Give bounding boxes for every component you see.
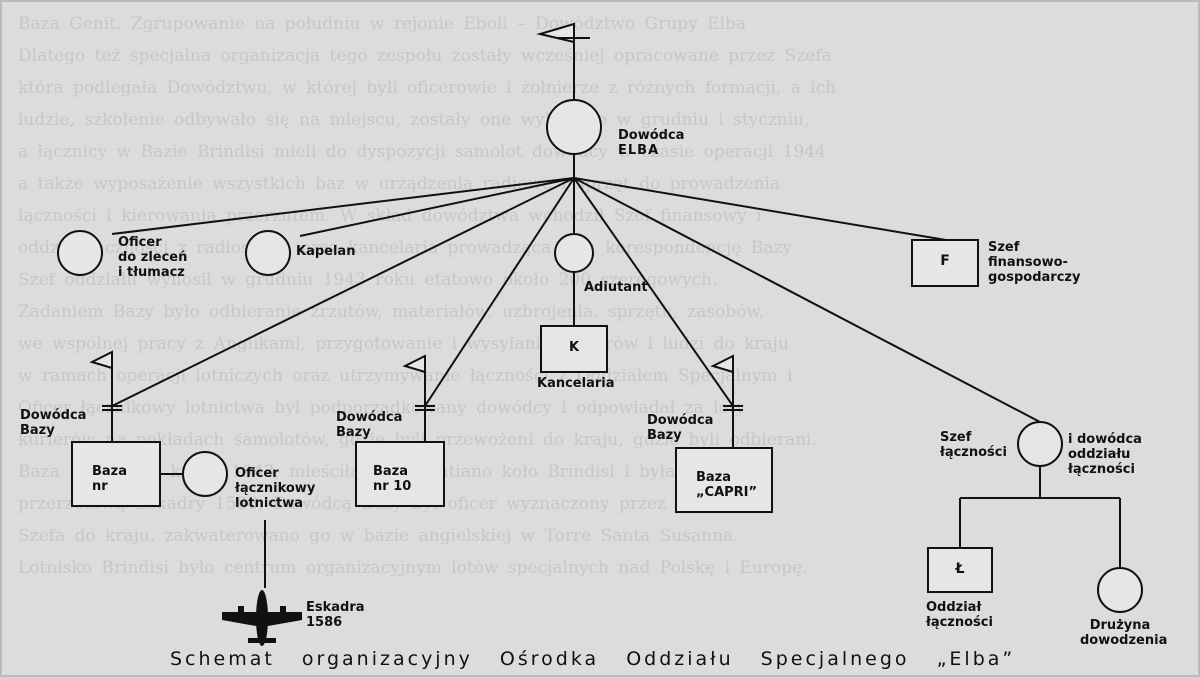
background-text-line: a łącznicy w Bazie Brindisi mieli do dys… <box>18 142 826 162</box>
finance-letter: F <box>940 253 950 269</box>
pennant-flag-icon <box>402 354 426 374</box>
comms-chief-line-2: łączności <box>940 445 1007 460</box>
air-liaison-line-3: lotnictwa <box>235 496 304 511</box>
link-officer-orders <box>111 177 575 235</box>
base-capri-box <box>675 447 773 513</box>
aircraft-icon <box>222 590 302 646</box>
comms-commander-line-2: oddziału <box>1068 447 1131 462</box>
comms-commander-node <box>1017 421 1063 467</box>
comms-commander-line-3: łączności <box>1068 462 1135 477</box>
command-team-line-2: dowodzenia <box>1080 633 1168 648</box>
adjutant-label: Adiutant <box>584 280 648 295</box>
base-1-line-1: Baza <box>92 464 128 479</box>
base-10-line-1: Baza <box>373 464 409 479</box>
background-text-line: Lotnisko Brindisi było centrum organizac… <box>18 558 808 578</box>
comms-unit-line-2: łączności <box>926 615 993 630</box>
background-text-line: Dlatego też specjalna organizacja tego z… <box>18 46 832 66</box>
squadron-line-2: 1586 <box>306 615 343 630</box>
background-text-line: Szefa do kraju, zakwaterowano go w bazie… <box>18 526 739 546</box>
comms-unit-letter: Ł <box>955 561 965 577</box>
commander-line-2: ELBA <box>618 143 660 158</box>
commander-node <box>546 99 602 155</box>
air-liaison-node <box>182 451 228 497</box>
background-text-line: kurierów na pokładach samolotów, gdzie b… <box>18 430 817 450</box>
adjutant-node <box>554 233 594 273</box>
base-capri-line-2: „CAPRI” <box>696 485 758 500</box>
base-commander-1-line-2: Bazy <box>20 423 55 438</box>
base-capri-label: Baza„CAPRI” <box>696 470 757 500</box>
background-text-line: oddział łączności z radiostacją oraz kan… <box>18 238 793 258</box>
base-commander-1-line-1: Dowódca <box>20 408 87 423</box>
officer-orders-line-1: Oficer <box>118 235 162 250</box>
background-text-line: która podlegała Dowództwu, w której byli… <box>18 78 837 98</box>
finance-line-3: gospodarczy <box>988 270 1081 285</box>
link-base-1 <box>111 177 575 407</box>
base-capri-line-1: Baza <box>696 470 732 485</box>
background-text-line: a także wyposażenie wszystkich baz w urz… <box>18 174 781 194</box>
background-text-line: Oficer łącznikowy lotnictwa był podporzą… <box>18 398 746 418</box>
link-base-2 <box>424 177 575 407</box>
officer-orders-node <box>57 230 103 276</box>
base-1-box <box>71 441 161 507</box>
pennant-flag-icon <box>536 22 575 44</box>
comms-chief-line-1: Szef <box>940 430 972 445</box>
base-commander-3-line-1: Dowódca <box>647 413 714 428</box>
diagram-caption: Schemat organizacyjny Ośrodka Oddziału S… <box>170 648 1016 670</box>
squadron-line-1: Eskadra <box>306 600 365 615</box>
base-commander-3-line-2: Bazy <box>647 428 682 443</box>
link-comms <box>573 177 1041 423</box>
chaplain-label: Kapelan <box>296 244 356 259</box>
officer-orders-line-2: do zleceń <box>118 250 188 265</box>
base-commander-2-line-2: Bazy <box>336 425 371 440</box>
finance-line-1: Szef <box>988 240 1020 255</box>
finance-line-2: finansowo- <box>988 255 1068 270</box>
background-text-line: ludzie, szkolenie odbywało się na miejsc… <box>18 110 810 130</box>
command-team-node <box>1097 567 1143 613</box>
chancellery-letter: K <box>568 340 580 355</box>
command-team-line-1: Drużyna <box>1089 618 1151 633</box>
link-chaplain <box>299 177 575 237</box>
link-base-3 <box>573 177 734 407</box>
chancellery-label: Kancelaria <box>537 376 615 391</box>
comms-unit-line-1: Oddział <box>926 600 982 615</box>
officer-orders-line-3: i tłumacz <box>118 265 185 280</box>
base-10-line-2: nr 10 <box>373 479 412 494</box>
base-commander-2-line-1: Dowódca <box>336 410 403 425</box>
base-1-line-2: nr <box>92 479 108 494</box>
base-10-box <box>355 441 445 507</box>
link-finance <box>573 177 947 241</box>
pennant-flag-icon <box>89 350 113 370</box>
commander-line-1: Dowódca <box>618 128 685 143</box>
comms-unit-box <box>927 547 993 593</box>
chaplain-node <box>245 230 291 276</box>
background-text-line: Zadaniem Bazy było odbieranie zrzutów, m… <box>18 302 765 322</box>
air-liaison-line-2: łącznikowy <box>235 481 316 496</box>
finance-box <box>911 239 979 287</box>
chancellery-box <box>540 325 608 373</box>
pennant-flag-icon <box>710 354 734 374</box>
air-liaison-line-1: Oficer <box>235 466 279 481</box>
comms-commander-line-1: i dowódca <box>1068 432 1142 447</box>
